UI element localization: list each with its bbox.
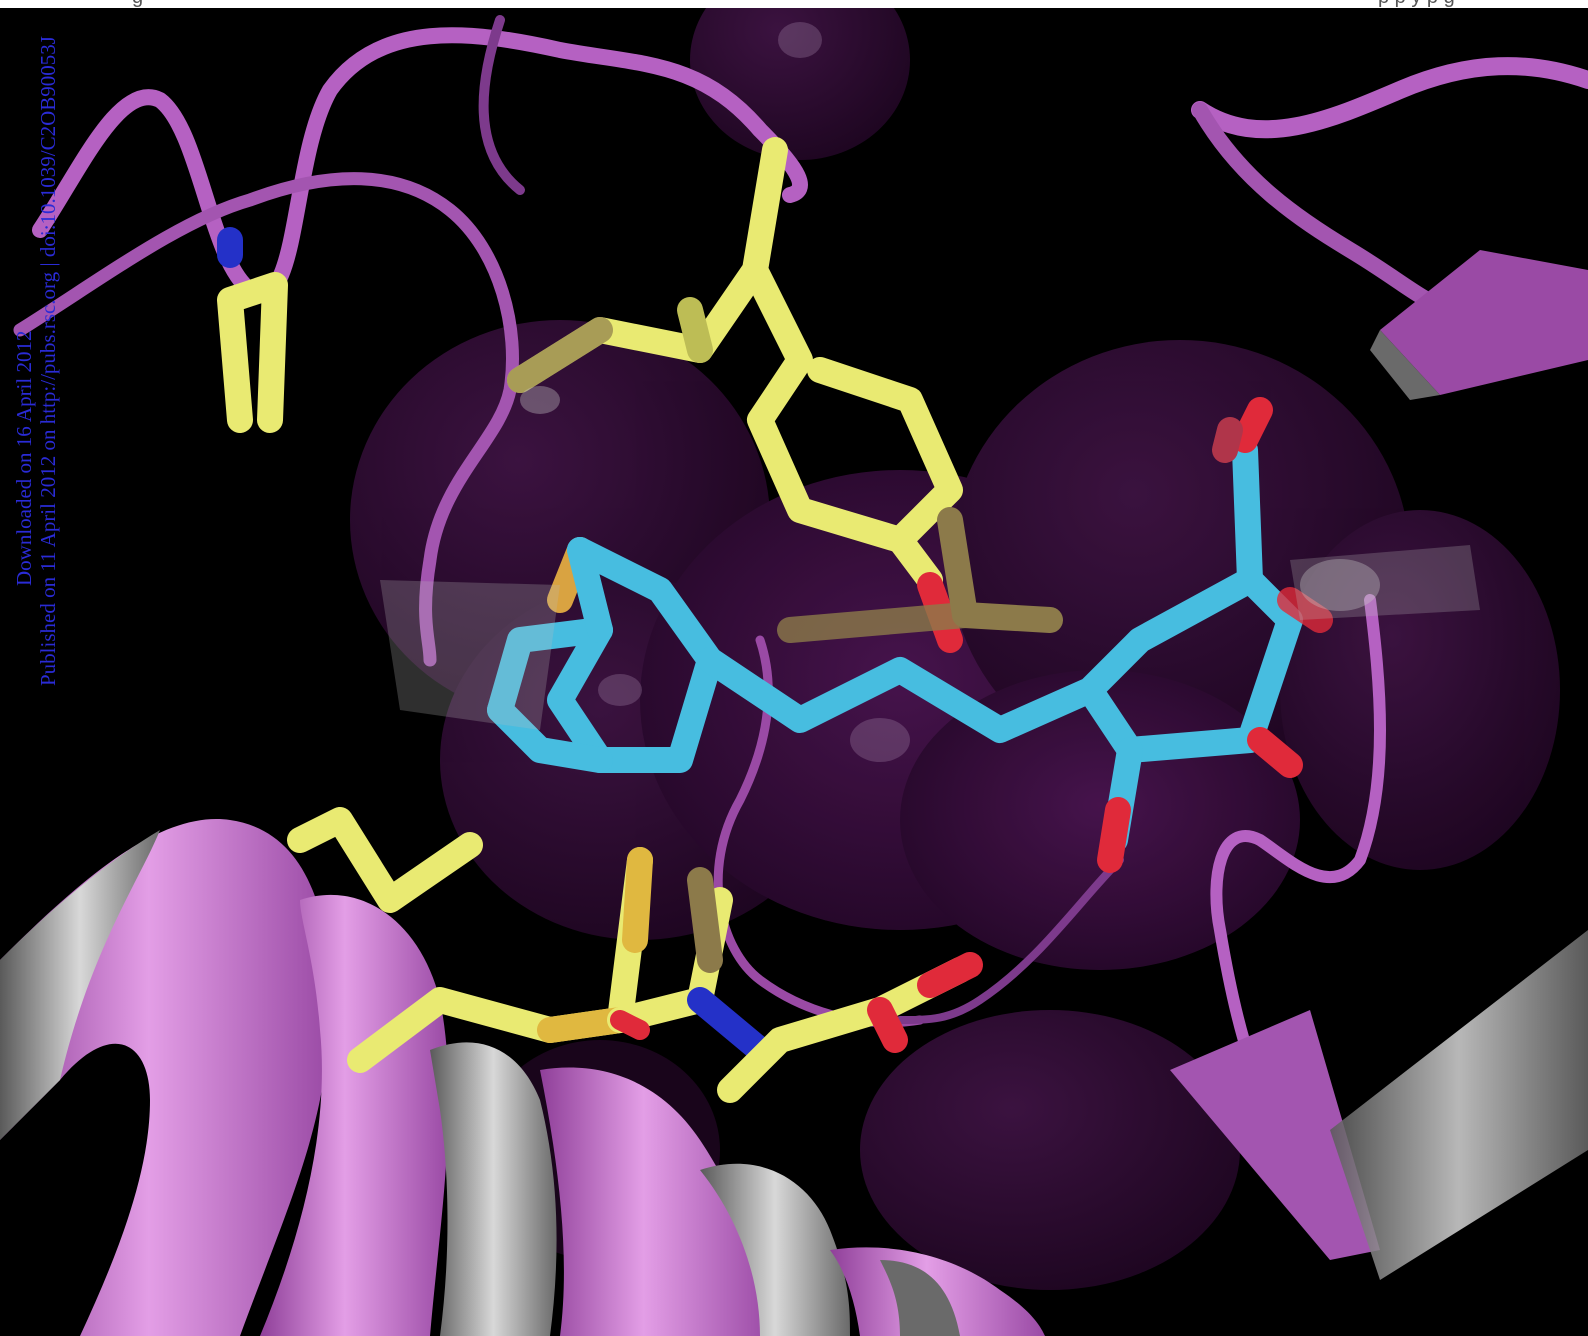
top-strip-left: g [132, 0, 143, 8]
surface-highlights [520, 22, 1380, 762]
translucent-planes [380, 545, 1480, 730]
protein-loops [0, 15, 1588, 1075]
beta-strands [1170, 250, 1588, 1280]
residue-sticks [217, 137, 1063, 1103]
ligand-sticks [487, 397, 1333, 873]
top-strip-right: p p y p g [1378, 0, 1455, 8]
top-text-strip: g p p y p g [0, 0, 1588, 8]
alpha-helix [0, 819, 1045, 1336]
